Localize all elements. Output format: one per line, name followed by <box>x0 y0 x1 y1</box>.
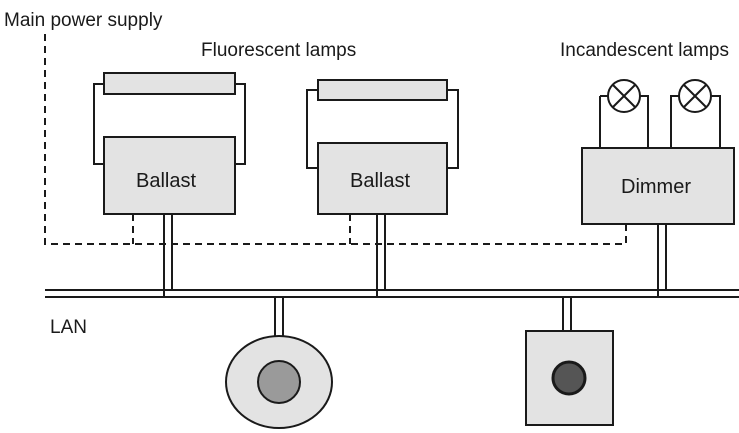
button-lan-link <box>562 297 572 331</box>
fluorescent-tube-1 <box>103 72 236 95</box>
lamp-2-left-wire <box>306 89 318 169</box>
ballast-2-label: Ballast <box>350 170 410 192</box>
dimmer-label: Dimmer <box>621 176 691 198</box>
dimmer-box <box>581 147 735 225</box>
fluorescent-lamp-2 <box>306 79 459 169</box>
ballast-1-box <box>103 136 236 215</box>
lamp-1-right-wire <box>235 83 246 165</box>
power-supply-line <box>44 34 626 245</box>
dimmer-lan-link <box>657 224 667 296</box>
ballast-1-label: Ballast <box>136 170 196 192</box>
ballast-2-box <box>317 142 448 215</box>
fluorescent-tube-2 <box>317 79 448 101</box>
incandescent-lamp-2 <box>670 79 721 148</box>
sensor-lens <box>257 360 301 404</box>
main-power-supply-label: Main power supply <box>4 10 163 31</box>
lan-bus <box>45 289 739 298</box>
incandescent-lamp-1 <box>599 79 649 148</box>
lamp-1-left-wire <box>93 83 104 165</box>
switch-button <box>551 360 587 396</box>
ballast-2-lan-link <box>376 214 386 296</box>
occupancy-sensor <box>225 335 333 429</box>
wall-switch <box>525 330 614 426</box>
lamp-2-right-wire <box>447 89 459 169</box>
lan-label: LAN <box>50 317 87 338</box>
ballast-1-lan-link <box>163 214 173 296</box>
fluorescent-lamp-1 <box>93 72 246 165</box>
incandescent-lamps-label: Incandescent lamps <box>560 40 729 61</box>
sensor-lan-link <box>274 297 284 336</box>
fluorescent-lamps-label: Fluorescent lamps <box>201 40 356 61</box>
